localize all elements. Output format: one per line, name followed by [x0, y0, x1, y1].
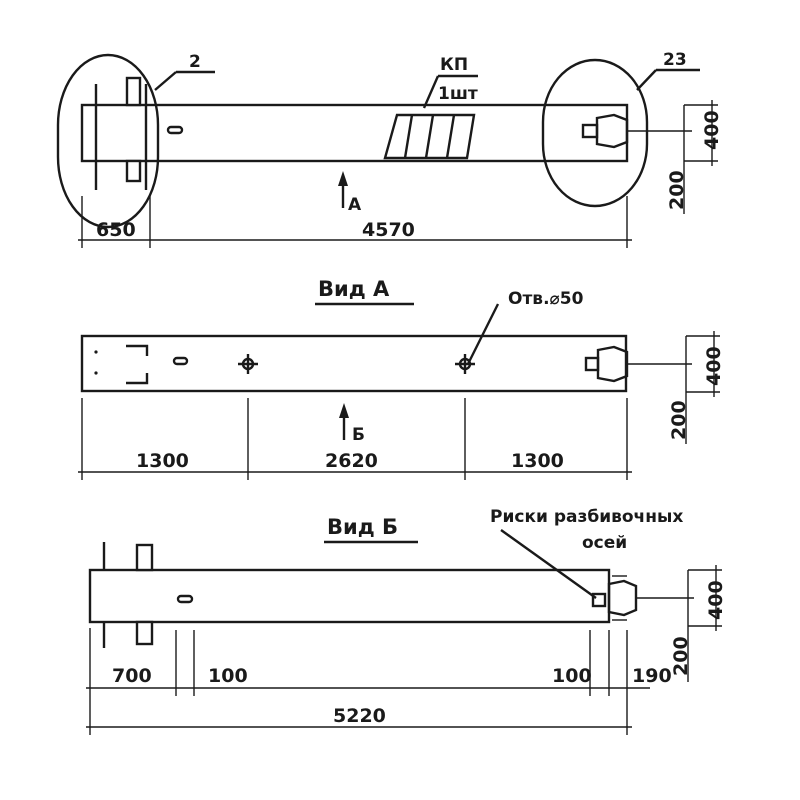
dim-top-height: 400: [701, 110, 723, 150]
detail-23-leader: [636, 69, 657, 91]
kp-part: [383, 113, 476, 160]
dim-b-gap-left: 100: [208, 665, 248, 687]
end-fitting-a: [596, 345, 629, 383]
marks-label-2: осей: [582, 533, 627, 553]
kp-leader: [422, 75, 440, 109]
loop-top: [125, 76, 142, 107]
beam-view-b-body: [88, 568, 611, 624]
dot-a-2: [94, 371, 98, 375]
kp-label: КП: [440, 55, 468, 75]
slot-b: [176, 594, 194, 604]
dot-a-1: [94, 350, 98, 354]
dim-a-left: 1300: [136, 450, 189, 472]
dim-a-right: 1300: [511, 450, 564, 472]
hole-leader: [466, 303, 500, 365]
view-a-title: Вид А: [318, 277, 390, 301]
arrow-b-label: Б: [352, 425, 365, 445]
loop-b-top: [135, 543, 154, 572]
dim-a-offset: 200: [668, 400, 690, 440]
loop-mark-a-top: [126, 344, 149, 356]
detail-2-circle: [56, 53, 160, 229]
arrow-b-head: [339, 403, 349, 418]
slot-a: [172, 356, 189, 366]
loop-bottom: [125, 159, 142, 183]
dim-b-end: 190: [632, 665, 672, 687]
arrow-a-label: А: [348, 195, 362, 215]
end-slot-b: [591, 592, 607, 608]
beam-top-body: [80, 103, 629, 163]
dim-top-offset: 200: [666, 170, 688, 210]
dim-b-total: 5220: [333, 705, 386, 727]
end-slot-a: [584, 356, 600, 372]
dim-b-left: 700: [112, 665, 152, 687]
marks-label-1: Риски разбивочных: [490, 507, 683, 527]
kp-rib-3: [445, 114, 456, 159]
end-fitting-top: [595, 113, 629, 149]
loop-b-bottom: [135, 620, 154, 646]
hole-label: Отв.⌀50: [508, 289, 584, 309]
dim-a-middle: 2620: [325, 450, 378, 472]
end-slot-top: [581, 123, 599, 139]
dim-top-main: 4570: [362, 219, 415, 241]
dim-b-gap-right: 100: [552, 665, 592, 687]
loop-mark-a-bottom: [126, 373, 149, 385]
top-plan: 2 КП 1шт 23 А 400 200 650 45: [56, 50, 723, 248]
end-fitting-b: [607, 579, 638, 617]
dim-top-left: 650: [96, 219, 136, 241]
view-a: Вид А Отв.⌀50 Б 400 200: [78, 277, 725, 480]
arrow-a-head: [338, 171, 348, 186]
kp-qty-label: 1шт: [438, 84, 478, 104]
beam-view-a-body: [80, 334, 628, 393]
kp-rib-2: [424, 114, 435, 159]
dim-b-offset: 200: [670, 636, 692, 676]
detail-23-circle: [541, 58, 649, 208]
slot-top: [166, 125, 184, 135]
marks-leader: [500, 529, 597, 599]
detail-23-label: 23: [663, 50, 687, 70]
detail-2-leader: [154, 71, 177, 91]
kp-rib-1: [403, 114, 414, 159]
detail-2-label: 2: [189, 52, 201, 72]
dim-a-height: 400: [703, 346, 725, 386]
view-b: Вид Б Риски разбивочных осей 400 200 700: [86, 507, 727, 735]
view-b-title: Вид Б: [327, 515, 398, 539]
dim-b-height: 400: [705, 580, 727, 620]
